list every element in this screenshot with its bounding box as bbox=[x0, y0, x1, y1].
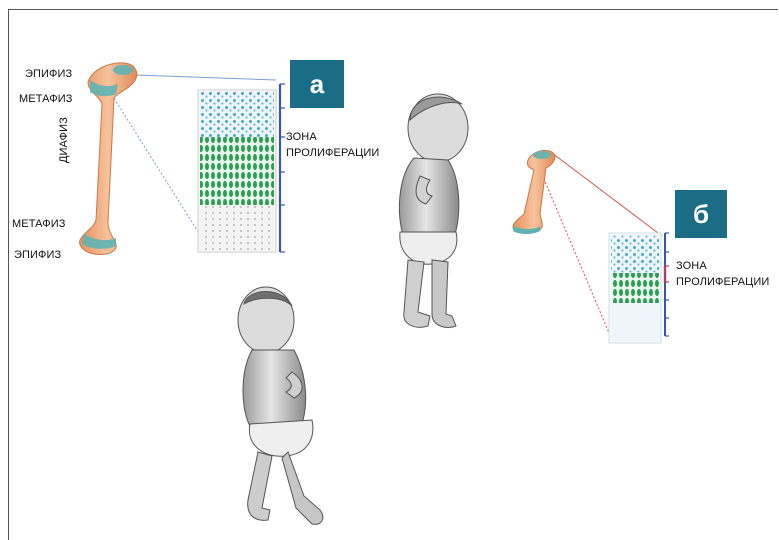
label-epiphysis-top: ЭПИФИЗ bbox=[25, 68, 72, 81]
panel-b-zone-label-line2: ПРОЛИФЕРАЦИИ bbox=[676, 276, 769, 289]
femur-b bbox=[513, 150, 555, 234]
panel-a-badge: а bbox=[290, 60, 344, 108]
label-metaphysis-top: МЕТАФИЗ bbox=[19, 93, 72, 106]
growth-plate-column-a bbox=[198, 84, 285, 252]
label-metaphysis-bottom: МЕТАФИЗ bbox=[12, 218, 65, 231]
panel-a-zone-label-line2: ПРОЛИФЕРАЦИИ bbox=[286, 147, 379, 160]
toddler-walking-illustration bbox=[238, 287, 323, 524]
toddler-standing-illustration bbox=[399, 94, 468, 328]
growth-plate-column-b bbox=[609, 233, 669, 343]
panel-b-badge: б bbox=[675, 190, 727, 238]
panel-b-zone-label-line1: ЗОНА bbox=[676, 260, 707, 273]
label-epiphysis-bottom: ЭПИФИЗ bbox=[14, 249, 61, 262]
femur-a bbox=[80, 63, 137, 255]
label-diaphysis: ДИАФИЗ bbox=[58, 117, 71, 163]
panel-a-zone-label-line1: ЗОНА bbox=[286, 131, 317, 144]
